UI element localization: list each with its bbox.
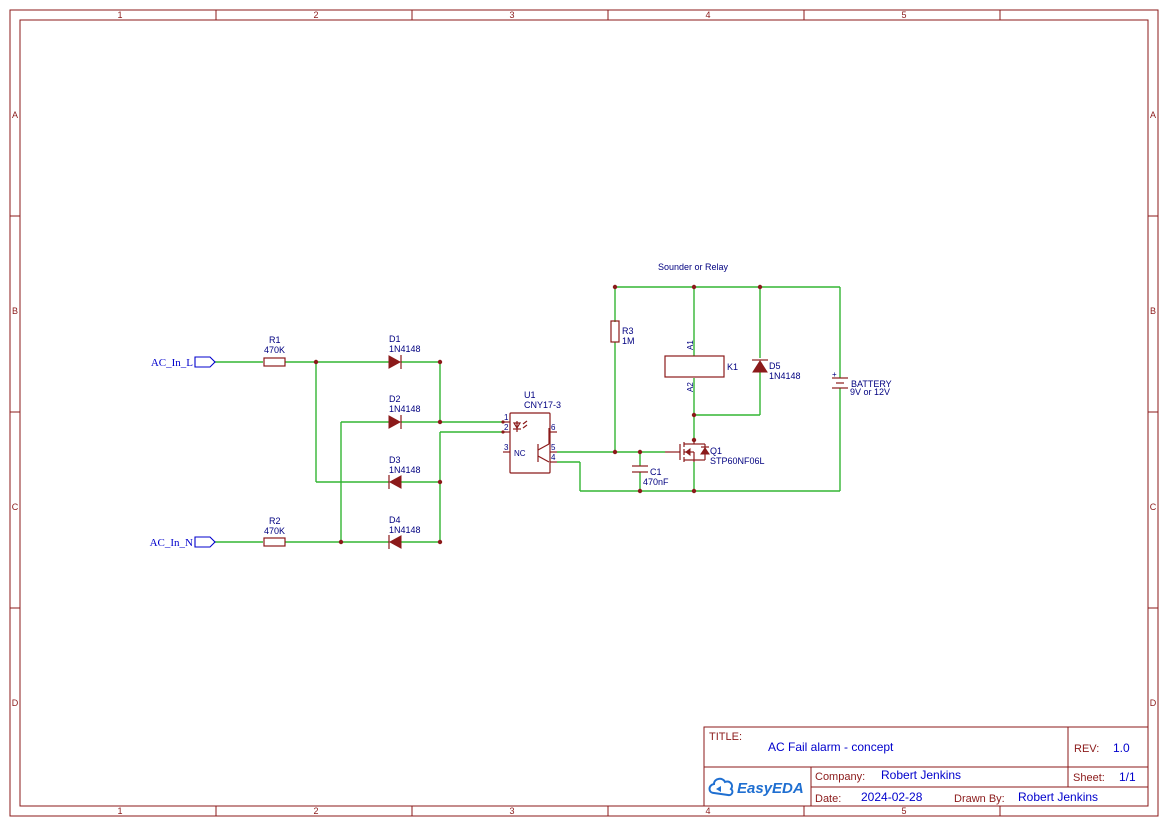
title-label: TITLE:: [709, 731, 742, 743]
d5-value: 1N4148: [769, 371, 801, 381]
col-label-bottom: 2: [313, 806, 318, 816]
battery-value: 9V or 12V: [850, 387, 890, 397]
d1-value: 1N4148: [389, 344, 421, 354]
rev-value: 1.0: [1113, 741, 1130, 755]
u1-pin-4: 4: [551, 453, 556, 462]
u1-pin-2: 2: [504, 423, 509, 432]
row-label-right: C: [1150, 502, 1157, 512]
col-label-bottom: 1: [117, 806, 122, 816]
sheet-label: Sheet:: [1073, 772, 1105, 784]
d2-ref: D2: [389, 394, 401, 404]
company-value: Robert Jenkins: [881, 768, 961, 782]
resistor-r3: R3 1M: [610, 320, 635, 346]
k1-pin-a1: A1: [686, 340, 695, 350]
date-label: Date:: [815, 793, 841, 805]
r3-ref: R3: [622, 326, 634, 336]
col-label-bottom: 4: [705, 806, 710, 816]
diode-d5: D5 1N4148: [752, 359, 801, 381]
u1-pin-1: 1: [504, 413, 509, 422]
col-label-top: 3: [509, 10, 514, 20]
easyeda-logo: EasyEDA: [708, 777, 804, 797]
r1-ref: R1: [269, 335, 281, 345]
k1-pin-a2: A2: [686, 382, 695, 392]
q1-ref: Q1: [710, 446, 722, 456]
row-label-left: D: [12, 698, 19, 708]
d3-value: 1N4148: [389, 465, 421, 475]
q1-value: STP60NF06L: [710, 456, 765, 466]
u1-pin-3: 3: [504, 443, 509, 452]
c1-ref: C1: [650, 467, 662, 477]
k1-ref: K1: [727, 362, 738, 372]
d5-ref: D5: [769, 361, 781, 371]
drawing-frame: 1 2 3 4 5 1 2 3 4 5 A B C D A B C D: [9, 9, 1159, 817]
net-port-ac-in-l: AC_In_L: [151, 356, 216, 369]
col-label-top: 2: [313, 10, 318, 20]
capacitor-c1: C1 470nF: [632, 465, 669, 487]
row-label-left: C: [12, 502, 19, 512]
u1-value: CNY17-3: [524, 400, 561, 410]
battery-plus: +: [832, 370, 837, 379]
r3-value: 1M: [622, 336, 635, 346]
row-label-left: B: [12, 306, 18, 316]
c1-value: 470nF: [643, 477, 669, 487]
d4-value: 1N4148: [389, 525, 421, 535]
r2-ref: R2: [269, 516, 281, 526]
diode-d2: D2 1N4148: [388, 394, 421, 429]
net-label-ac-in-n: AC_In_N: [150, 537, 193, 549]
rev-label: REV:: [1074, 743, 1099, 755]
d4-ref: D4: [389, 515, 401, 525]
resistor-r1: R1 470K: [263, 335, 286, 367]
row-label-right: A: [1150, 110, 1156, 120]
col-label-bottom: 5: [901, 806, 906, 816]
mosfet-q1: Q1 STP60NF06L: [665, 440, 765, 466]
d2-value: 1N4148: [389, 404, 421, 414]
drawn-by-label: Drawn By:: [954, 793, 1005, 805]
battery-ref: BATTERY: [851, 379, 892, 389]
row-label-right: D: [1150, 698, 1157, 708]
net-label-ac-in-l: AC_In_L: [151, 357, 193, 369]
row-label-right: B: [1150, 306, 1156, 316]
col-label-top: 1: [117, 10, 122, 20]
col-label-top: 4: [705, 10, 710, 20]
u1-pin-5: 5: [551, 443, 556, 452]
optocoupler-u1: U1 CNY17-3 1 2 3 6 5 4 NC: [503, 390, 561, 474]
sheet-value: 1/1: [1119, 770, 1136, 784]
title-value: AC Fail alarm - concept: [768, 740, 894, 754]
u1-nc-label: NC: [514, 449, 526, 458]
col-label-top: 5: [901, 10, 906, 20]
sounder-annotation: Sounder or Relay: [658, 262, 729, 272]
drawn-by-value: Robert Jenkins: [1018, 790, 1098, 804]
r2-value: 470K: [264, 526, 285, 536]
col-label-bottom: 3: [509, 806, 514, 816]
diode-d4: D4 1N4148: [388, 515, 421, 549]
d1-ref: D1: [389, 334, 401, 344]
diode-d3: D3 1N4148: [388, 455, 421, 489]
row-label-left: A: [12, 110, 18, 120]
d3-ref: D3: [389, 455, 401, 465]
net-port-ac-in-n: AC_In_N: [150, 536, 216, 549]
junctions: [313, 284, 763, 545]
battery: + BATTERY 9V or 12V: [832, 370, 892, 397]
company-label: Company:: [815, 771, 865, 783]
wires: [215, 286, 841, 543]
resistor-r2: R2 470K: [263, 516, 286, 547]
date-value: 2024-02-28: [861, 790, 923, 804]
r1-value: 470K: [264, 345, 285, 355]
title-block: TITLE: AC Fail alarm - concept REV: 1.0 …: [703, 726, 1149, 807]
u1-pin-6: 6: [551, 423, 556, 432]
diode-d1: D1 1N4148: [388, 334, 421, 369]
u1-ref: U1: [524, 390, 536, 400]
easyeda-logo-text: EasyEDA: [737, 780, 804, 797]
relay-k1: K1 A1 A2 Sounder or Relay: [658, 262, 738, 392]
